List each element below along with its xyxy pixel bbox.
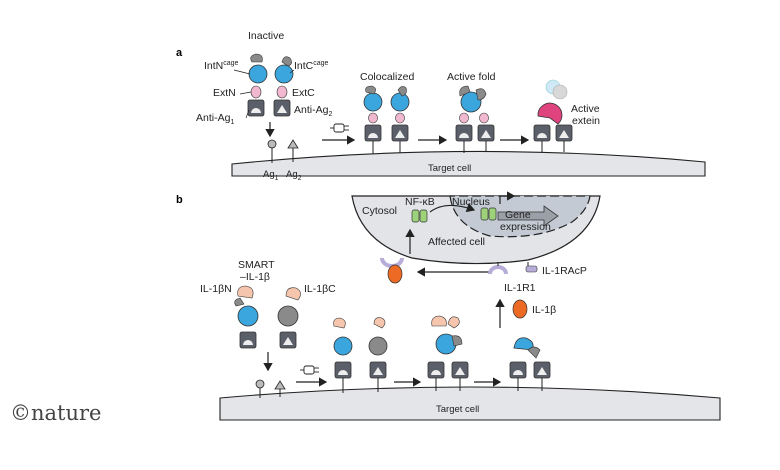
target-cell-membrane-a	[231, 150, 706, 177]
gene-expression-arrow	[497, 205, 559, 227]
extn-label: ExtN	[213, 87, 236, 99]
active-extein-label-2: extein	[572, 115, 600, 127]
active-extein-construct-b	[509, 337, 551, 391]
colocalized-construct-b	[333, 317, 388, 393]
active-fold-construct	[455, 85, 495, 153]
smart-construct-c	[277, 287, 301, 349]
inactive-construct-c	[273, 56, 294, 117]
nfkb-nuclear	[480, 207, 497, 221]
target-cell-label-a: Target cell	[428, 163, 471, 174]
cytosol-label: Cytosol	[362, 205, 397, 217]
released-intein	[545, 79, 568, 100]
nfkb-label: NF-κB	[405, 196, 435, 208]
intc-cage-label: IntCcage	[294, 60, 329, 72]
ag2-label: Ag2	[286, 169, 302, 182]
plug-icon-b	[300, 365, 319, 375]
expression-label: expression	[500, 221, 551, 233]
smart-label-2: –IL-1β	[240, 271, 270, 283]
colocalized-construct	[363, 85, 410, 154]
nfkb-to-nucleus-arrow	[429, 203, 476, 213]
extc-label: ExtC	[292, 87, 315, 99]
anti-ag1-label: Anti-Ag1	[196, 112, 234, 126]
intn-leader	[233, 69, 251, 75]
extn-leader	[239, 91, 252, 95]
inactive-construct-n	[247, 53, 268, 117]
intc-leader	[289, 69, 295, 74]
inactive-label: Inactive	[248, 30, 284, 42]
il1r1-receptor	[488, 262, 508, 275]
active-extein-label-1: Active	[571, 103, 600, 115]
antigen-b-2	[274, 380, 286, 397]
active-extein-construct	[533, 102, 573, 152]
antiag1-leader	[245, 109, 250, 119]
colocalized-label: Colocalized	[360, 71, 414, 83]
gene-label: Gene	[505, 209, 531, 221]
il1racp-label: IL-1RAcP	[542, 265, 587, 277]
smart-label-1: SMART	[238, 259, 275, 271]
il1b-molecule	[512, 299, 528, 319]
target-cell-membrane-b	[219, 386, 721, 421]
il1bn-label: IL-1βN	[200, 283, 232, 295]
il1b-label: IL-1β	[532, 304, 556, 316]
nucleus-label: Nucleus	[452, 196, 490, 208]
il1racp-receptor	[525, 262, 538, 273]
target-cell-label-b: Target cell	[436, 404, 479, 415]
affected-cell-label: Affected cell	[428, 236, 485, 248]
antigen-b-1	[255, 379, 265, 398]
anti-ag2-label: Anti-Ag2	[294, 104, 332, 118]
receptor-complex-bound	[380, 257, 404, 284]
ag1-label: Ag1	[263, 169, 279, 182]
antigen-1	[267, 139, 277, 163]
active-fold-label: Active fold	[447, 71, 496, 83]
antigen-2	[287, 139, 299, 162]
nature-logo: ©nature	[10, 401, 101, 425]
plug-icon-a	[330, 123, 349, 133]
il1r1-label: IL-1R1	[504, 282, 536, 294]
intn-cage-label: IntNcage	[204, 60, 239, 72]
il1bc-label: IL-1βC	[304, 283, 336, 295]
panel-b-letter: b	[176, 194, 183, 206]
panel-a-letter: a	[176, 47, 183, 59]
smart-construct-n	[234, 285, 259, 349]
nfkb-complex	[411, 209, 428, 223]
active-fold-construct-b	[427, 315, 469, 391]
transcription-arrow	[499, 191, 516, 204]
